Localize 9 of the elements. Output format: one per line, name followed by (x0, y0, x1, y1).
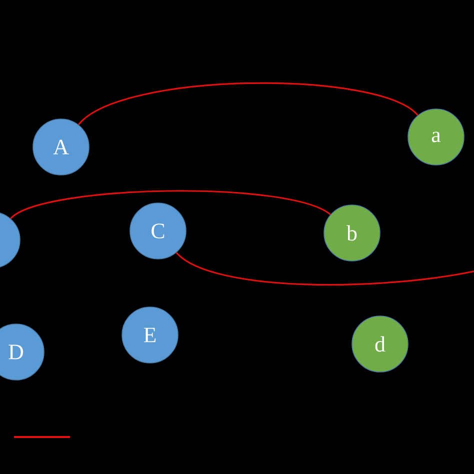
curved-line (176, 252, 474, 286)
curved-line (10, 190, 331, 220)
curved-line (78, 82, 418, 126)
circle-node: E (122, 306, 178, 364)
circle-node: a (408, 108, 464, 166)
circle-node: C (130, 202, 186, 260)
circle-node: A (32, 118, 90, 176)
circle-node: d (352, 316, 408, 372)
circle-node: b (324, 204, 380, 262)
